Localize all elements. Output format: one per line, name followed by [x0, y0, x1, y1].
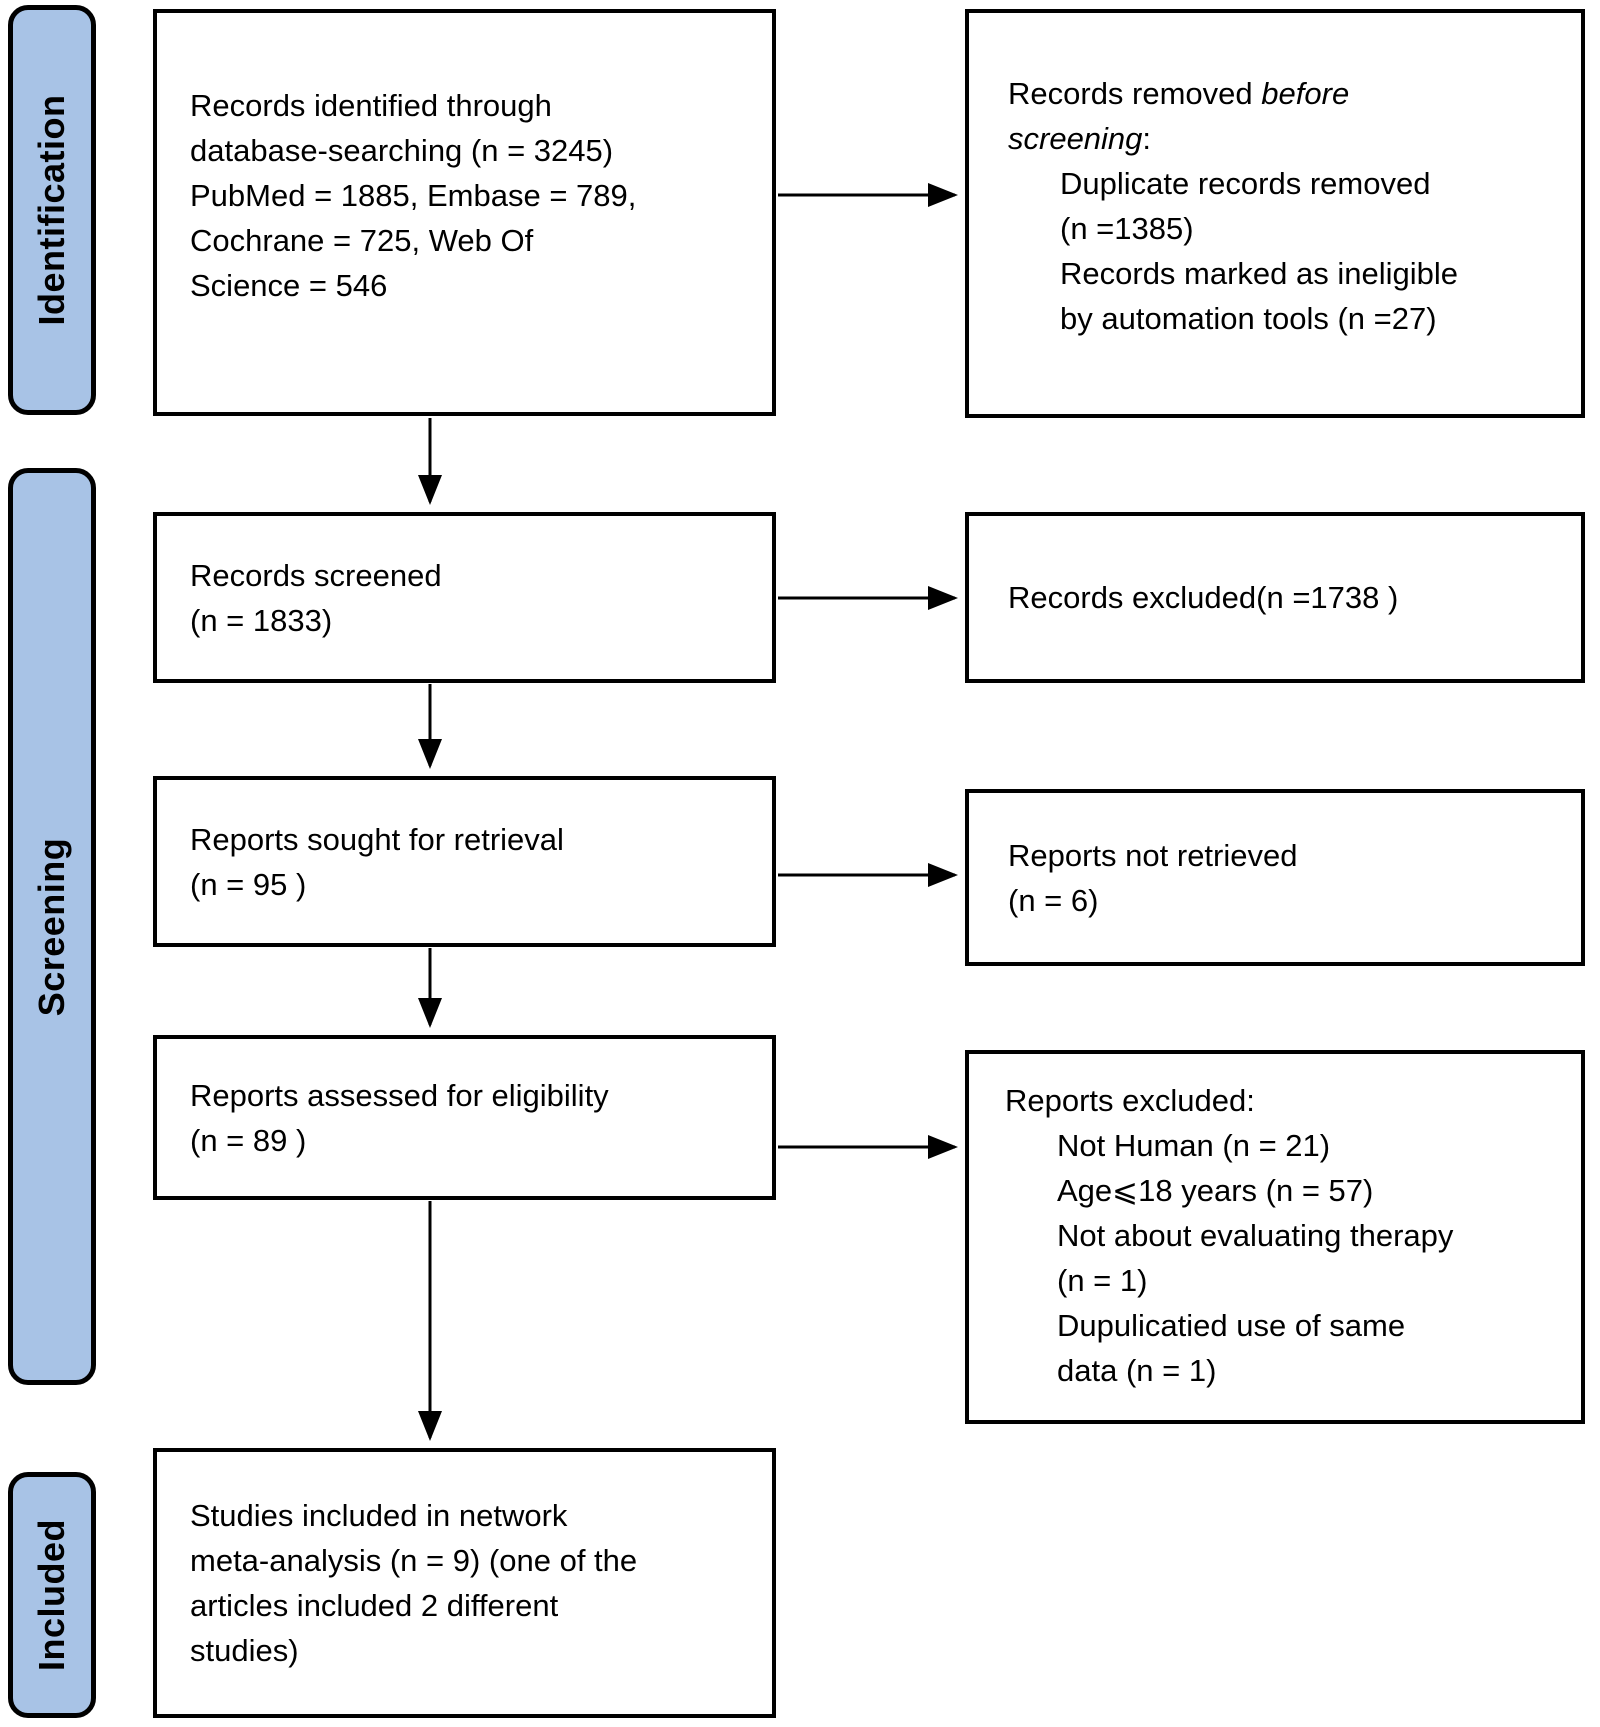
text-line: Records marked as ineligible	[1060, 256, 1459, 291]
text-line: database-searching (n = 3245)	[190, 133, 614, 168]
box-reports-excluded: Reports excluded: Not Human (n = 21) Age⩽1…	[965, 1050, 1585, 1424]
text-line: (n = 1)	[1057, 1263, 1148, 1298]
text-line: data (n = 1)	[1057, 1353, 1217, 1388]
text-line: Science = 546	[190, 268, 388, 303]
text-line: Reports assessed for eligibility	[190, 1077, 609, 1113]
text-line: Reports sought for retrieval	[190, 821, 564, 857]
text-line: (n = 89 )	[190, 1122, 307, 1158]
text-line: Reports not retrieved	[1008, 837, 1298, 873]
box-records-removed-before-screening: Records removed before screening: Duplicat…	[965, 9, 1585, 418]
text-line: (n = 95 )	[190, 866, 307, 902]
text-line: Reports excluded:	[1005, 1083, 1255, 1118]
text-line: (n = 1833)	[190, 602, 333, 638]
box-records-excluded: Records excluded(n =1738 )	[965, 512, 1585, 683]
box-reports-sought: Reports sought for retrieval (n = 95 )	[153, 776, 776, 947]
box-studies-included: Studies included in network meta-analysis…	[153, 1448, 776, 1718]
text-line: studies)	[190, 1633, 299, 1668]
stage-label-identification: Identification	[31, 94, 72, 326]
stage-label-screening: Screening	[31, 837, 72, 1016]
stage-label-included: Included	[31, 1518, 72, 1672]
box-records-identified: Records identified through database-searc…	[153, 9, 776, 416]
text-line: by automation tools (n =27)	[1060, 301, 1437, 336]
text-line: (n =1385)	[1060, 211, 1194, 246]
text-line: Records removed before	[1008, 76, 1350, 111]
text-line: Dupulicatied use of same	[1057, 1308, 1406, 1343]
text-line: PubMed = 1885, Embase = 789,	[190, 178, 637, 213]
text-line: Duplicate records removed	[1060, 166, 1431, 201]
text-line: Records identified through	[190, 88, 552, 123]
text-line: meta-analysis (n = 9) (one of the	[190, 1543, 638, 1578]
box-reports-assessed: Reports assessed for eligibility (n = 89 …	[153, 1035, 776, 1200]
text-line: Studies included in network	[190, 1498, 568, 1533]
text-line: screening:	[1008, 121, 1152, 156]
stage-bar-screening: Screening	[8, 468, 96, 1385]
text-line: (n = 6)	[1008, 882, 1099, 918]
text-line: Records excluded(n =1738 )	[1008, 580, 1399, 615]
text-line: Age⩽18 years (n = 57)	[1057, 1173, 1374, 1208]
box-records-screened: Records screened (n = 1833)	[153, 512, 776, 683]
text-line: Records screened	[190, 557, 442, 593]
stage-bar-identification: Identification	[8, 5, 96, 415]
text-line: Cochrane = 725, Web Of	[190, 223, 534, 258]
text-line: Not about evaluating therapy	[1057, 1218, 1454, 1253]
box-reports-not-retrieved: Reports not retrieved (n = 6)	[965, 789, 1585, 966]
stage-bar-included: Included	[8, 1472, 96, 1718]
text-line: articles included 2 different	[190, 1588, 559, 1623]
text-line: Not Human (n = 21)	[1057, 1128, 1331, 1163]
